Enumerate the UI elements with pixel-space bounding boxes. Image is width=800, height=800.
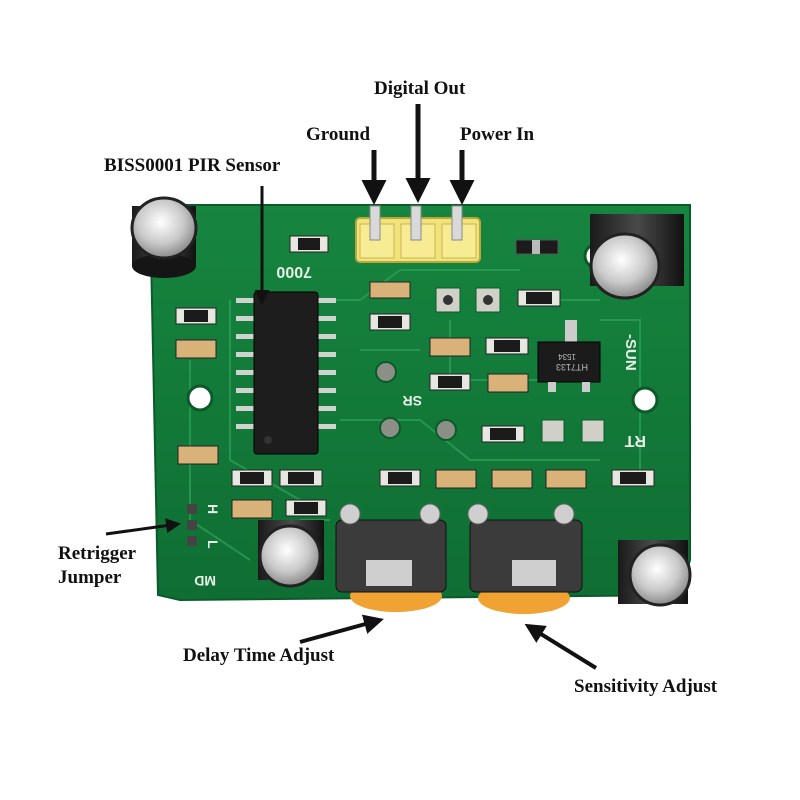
silk-md: MD: [194, 573, 216, 589]
vias: [375, 361, 457, 441]
biss0001-chip: [236, 291, 336, 455]
label-sensitivity: Sensitivity Adjust: [574, 676, 718, 697]
jumper-pads: [187, 287, 605, 546]
label-digital-out: Digital Out: [374, 78, 466, 99]
silk-sun: -SUN: [622, 334, 639, 371]
arrow-retrigger: [105, 518, 181, 536]
voltage-regulator: [537, 320, 601, 392]
capacitor-bottom-left: [258, 520, 324, 588]
sensitivity-potentiometer: [467, 503, 583, 614]
silk-l: L: [205, 540, 221, 549]
label-power-in: Power In: [460, 124, 535, 145]
silk-rt: RT: [624, 432, 646, 449]
annotation-arrows: [105, 104, 598, 670]
label-retrigger: Retrigger Jumper: [58, 542, 136, 590]
capacitor-bottom-right: [618, 540, 692, 607]
label-ground: Ground: [306, 124, 371, 145]
label-retrigger-line1: Retrigger: [58, 543, 137, 564]
smd-components: [175, 235, 655, 519]
label-delay-time: Delay Time Adjust: [183, 645, 335, 666]
silk-sr: SR: [403, 393, 422, 409]
silk-code: 7000: [276, 263, 312, 280]
capacitor-top-right: [589, 214, 684, 300]
capacitor-top-left: [130, 196, 198, 278]
arrow-sensitivity: [524, 623, 598, 670]
mounting-hole: [186, 384, 214, 412]
label-retrigger-line2: Jumper: [58, 567, 122, 588]
pin-header: [355, 205, 481, 263]
regulator-marking: HT7133: [556, 362, 588, 372]
arrow-delay: [299, 614, 384, 644]
mounting-hole: [631, 386, 659, 414]
silk-h: H: [205, 504, 221, 514]
label-pir-sensor: BISS0001 PIR Sensor: [104, 155, 281, 176]
delay-potentiometer: [335, 503, 447, 612]
regulator-lot: 1534: [558, 352, 576, 361]
